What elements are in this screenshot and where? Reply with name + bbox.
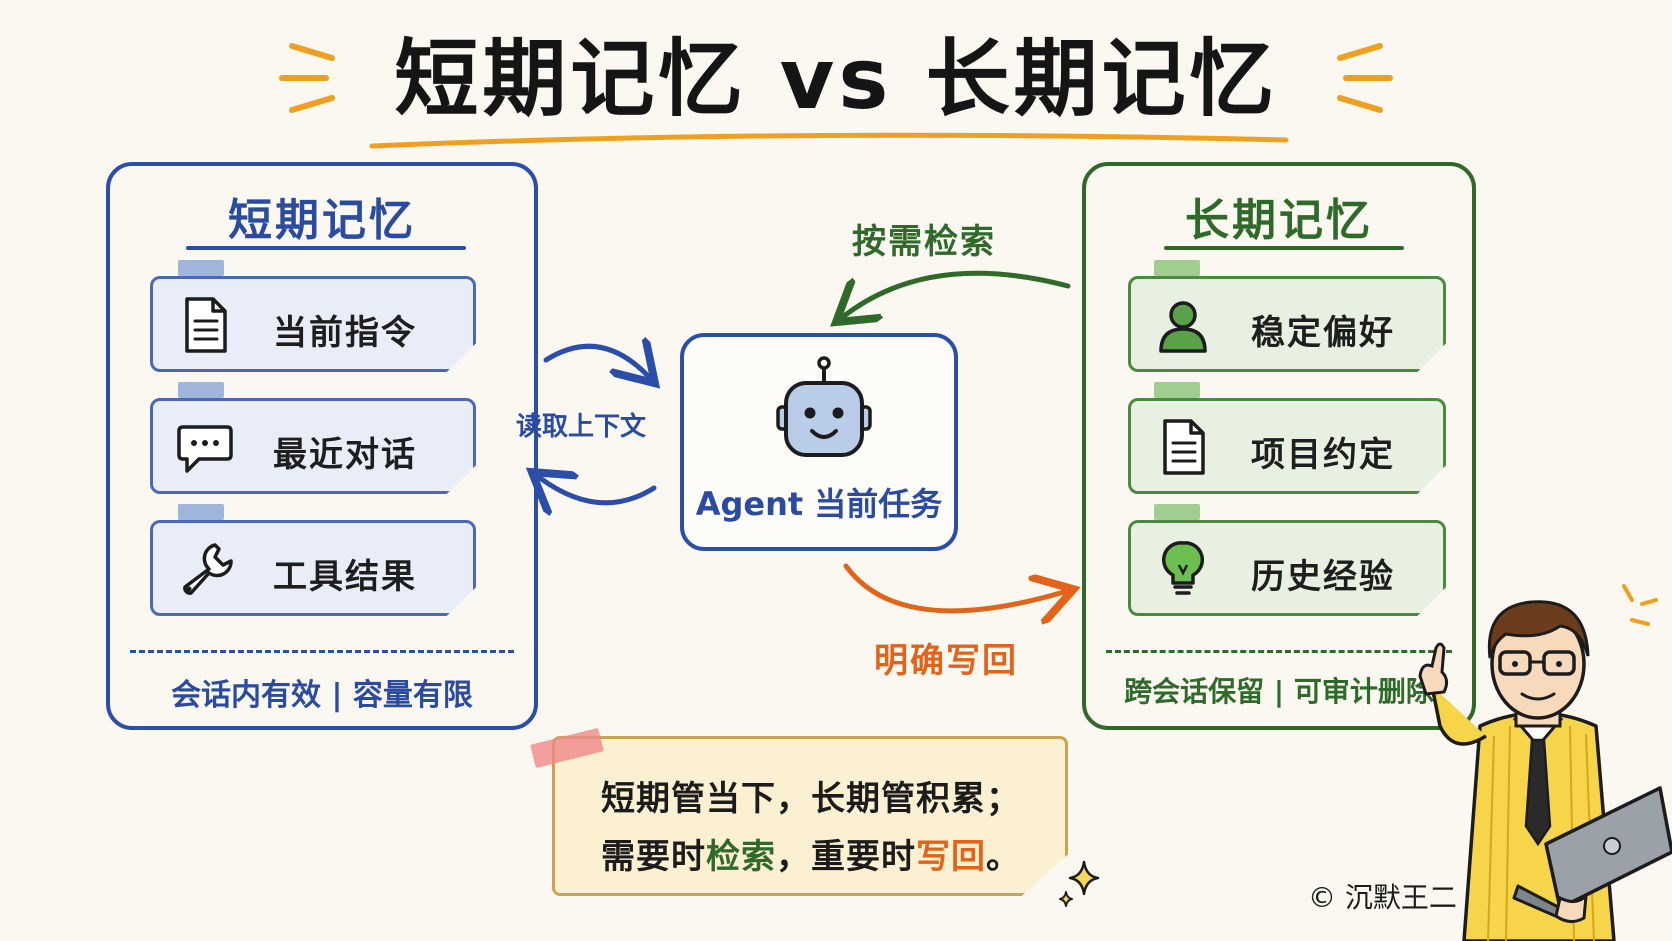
note-highlight-retrieve: 检索 (706, 837, 776, 877)
lightbulb-icon (1162, 541, 1204, 595)
retrieve-label: 按需检索 (852, 222, 996, 262)
author-credit: © 沉默王二 (1308, 881, 1457, 914)
read-arrow-out (540, 478, 657, 503)
note-text: 。 (986, 837, 1021, 877)
short-term-item-label: 最近对话 (273, 435, 417, 475)
note-text: 需要时 (601, 837, 706, 877)
short-term-card-tool-results: 工具结果 (150, 520, 476, 616)
agent-box: Agent 当前任务 (680, 333, 958, 551)
short-term-panel: 短期记忆 当前指令 最近对话 工具结果 会话内有效 | 容量有限 (106, 162, 538, 730)
wrench-icon (183, 543, 233, 595)
short-term-item-label: 工具结果 (273, 557, 417, 597)
spark-line (1337, 95, 1383, 113)
short-term-card-instructions: 当前指令 (150, 276, 476, 372)
tape (1154, 260, 1200, 276)
long-term-panel: 长期记忆 稳定偏好 项目约定 历史经验 跨会话保留 | 可审计删除 (1082, 162, 1476, 730)
note-text: ，重要时 (776, 837, 916, 877)
long-term-card-experience: 历史经验 (1128, 520, 1446, 616)
short-term-card-conversation: 最近对话 (150, 398, 476, 494)
robot-icon (776, 356, 872, 457)
note-line-1: 短期管当下，长期管积累； (601, 779, 1021, 819)
summary-note: 短期管当下，长期管积累； 需要时检索，重要时写回。 (552, 736, 1068, 896)
long-term-item-label: 稳定偏好 (1251, 313, 1395, 353)
tape (178, 504, 224, 520)
short-term-divider (130, 650, 514, 653)
agent-label: Agent 当前任务 (695, 485, 943, 523)
title-decoration (279, 43, 1393, 149)
write-back-label: 明确写回 (874, 641, 1018, 681)
read-arrow-in (543, 346, 648, 376)
long-term-divider (1106, 650, 1452, 653)
document-icon (185, 297, 227, 353)
document-icon (1163, 419, 1205, 475)
tape (1154, 504, 1200, 520)
page-title: 短期记忆 vs 长期记忆 (394, 30, 1278, 128)
tape (178, 260, 224, 276)
write-arrow (843, 563, 1064, 611)
long-term-footer: 跨会话保留 | 可审计删除 (1124, 675, 1434, 708)
short-term-footer: 会话内有效 | 容量有限 (171, 678, 473, 713)
sparkle-icon (1059, 860, 1100, 907)
short-term-title-underline (186, 246, 466, 250)
tape (178, 382, 224, 398)
short-term-title: 短期记忆 (228, 195, 416, 246)
spark-line (289, 95, 335, 113)
retrieve-arrow (844, 270, 1071, 316)
read-context-label: 读取上下文 (516, 412, 647, 442)
user-icon (1159, 301, 1207, 353)
tape (1154, 382, 1200, 398)
long-term-title-underline (1164, 246, 1404, 250)
long-term-card-preferences: 稳定偏好 (1128, 276, 1446, 372)
spark-line (289, 43, 335, 61)
short-term-item-label: 当前指令 (273, 313, 417, 353)
long-term-card-conventions: 项目约定 (1128, 398, 1446, 494)
note-line-2: 需要时检索，重要时写回。 (601, 829, 1021, 878)
chat-bubble-icon (177, 425, 233, 473)
title-underline (369, 132, 1289, 149)
note-highlight-write: 写回 (916, 837, 986, 877)
presenter-illustration (1418, 584, 1672, 941)
long-term-item-label: 项目约定 (1251, 435, 1395, 475)
long-term-item-label: 历史经验 (1251, 557, 1395, 597)
spark-line (1337, 43, 1383, 61)
long-term-title: 长期记忆 (1185, 195, 1373, 246)
